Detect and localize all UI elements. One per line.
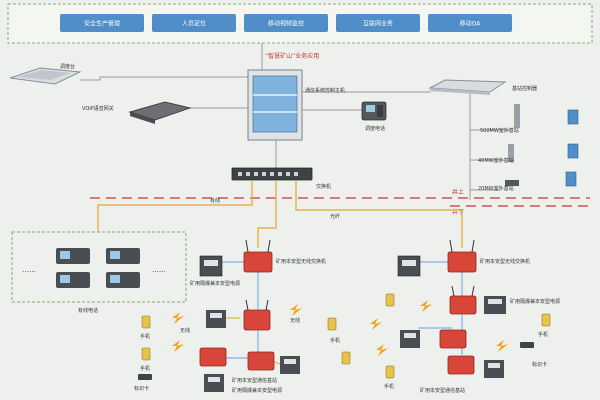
station-20mw-label: 20MW室外基站	[478, 185, 514, 192]
trunk-fiber-label: 光纤	[330, 213, 340, 220]
station-40mw-label: 40MW室外基站	[478, 157, 514, 164]
trunk-cables	[97, 180, 463, 248]
dispatch-phone	[361, 101, 387, 121]
subtitle: “智慧矿山”业务应用	[265, 52, 319, 60]
surface-mark: 井上	[452, 188, 464, 196]
ellipsis-left: ……	[22, 266, 36, 274]
switch-left-label: 矿用本安型无线交换机	[276, 258, 326, 265]
dispatch-phone-label: 调度电话	[365, 125, 385, 132]
station-500mw	[514, 104, 579, 128]
base-station-right-2	[439, 329, 467, 349]
ellipsis-right: ……	[152, 266, 166, 274]
base-station-controller	[428, 79, 507, 95]
power-supply-mid-right	[484, 296, 506, 314]
base-station-bottom-left-a	[199, 347, 227, 367]
wired-phone-label: 有线电话	[78, 307, 98, 314]
main-switch	[231, 167, 313, 181]
wireless-label-b: 无线	[290, 317, 300, 324]
app-button-video-label: 移动视频监控	[268, 20, 304, 28]
app-button-positioning[interactable]	[152, 14, 236, 32]
station-40mw	[508, 143, 579, 162]
wireless-bolts	[172, 300, 508, 356]
app-button-internet-label: 互联网业务	[363, 20, 393, 28]
wireless-switch-right	[447, 239, 477, 273]
boundary-line	[90, 197, 590, 207]
switch-right-label: 矿用本安型无线交换机	[480, 258, 530, 265]
location-card-label-b: 标识卡	[532, 361, 547, 368]
location-cards	[138, 342, 534, 380]
station-500mw-label: 500MW室外基站	[480, 127, 519, 134]
base-station-controller-label: 基站控制器	[512, 85, 537, 92]
power-supply-bottom-left-2	[204, 374, 224, 392]
base-station-mid-left	[243, 299, 271, 331]
app-button-video[interactable]	[244, 14, 328, 32]
handset-label-e: 手机	[538, 331, 548, 338]
wired-phones	[56, 248, 140, 288]
wireless-label-a: 无线	[180, 327, 190, 334]
dispatch-console	[9, 67, 82, 85]
surface-links	[80, 43, 510, 200]
handset-label-b: 手机	[140, 365, 150, 372]
handset-label-d: 手机	[384, 383, 394, 390]
power-supply-bottom-right	[484, 360, 504, 378]
power-supply-left	[199, 255, 223, 277]
handsets	[141, 293, 551, 379]
app-button-internet[interactable]	[336, 14, 420, 32]
power-left-label: 矿用隔爆兼本安型电源	[190, 280, 240, 287]
station-20mw	[505, 171, 577, 187]
app-button-safety-label: 安全生产管理	[84, 20, 120, 28]
handset-label-a: 手机	[140, 333, 150, 340]
power-supply-right	[397, 255, 421, 277]
app-button-safety[interactable]	[60, 14, 144, 32]
wireless-switch-left	[243, 239, 273, 273]
power-right-label: 矿用隔爆兼本安型电源	[510, 298, 560, 305]
comm-controller-label: 通信系统控制主机	[305, 87, 345, 94]
location-card-label-a: 标识卡	[134, 385, 149, 392]
app-button-oa-label: 移动OA	[460, 20, 482, 28]
wired-phone-group	[11, 231, 187, 303]
app-button-positioning-label: 人员定位	[182, 20, 206, 28]
base-left-bottom-label: 矿用本安型通信基站	[232, 377, 277, 384]
base-station-mid-right	[449, 285, 477, 315]
base-right-bottom-label: 矿用本安型通信基站	[420, 387, 465, 394]
power-supply-right-2	[400, 330, 420, 348]
voip-gateway-label-1: VOIP语音网关	[82, 105, 114, 112]
base-station-bottom-right	[447, 355, 475, 375]
controller-cabinet	[247, 69, 303, 141]
power-supply-bottom-left	[280, 356, 300, 374]
dispatch-console-label: 调度台	[60, 63, 75, 70]
switch-label: 交换机	[316, 183, 331, 190]
voip-gateway	[128, 101, 192, 124]
underground-mark: 井下	[452, 208, 464, 216]
app-button-oa[interactable]	[428, 14, 512, 32]
trunk-wired-label: 有线	[210, 197, 220, 204]
power-supply-mid-left	[206, 310, 226, 328]
handset-label-c: 手机	[330, 337, 340, 344]
base-station-bottom-left-b	[247, 351, 275, 371]
power-left-bottom-label: 矿用隔爆兼本安型电源	[232, 387, 282, 394]
